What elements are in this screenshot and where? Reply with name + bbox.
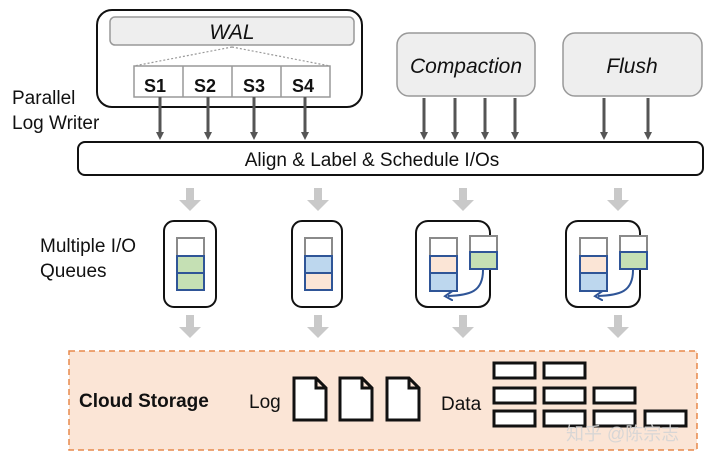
block-arrows <box>179 188 629 338</box>
down-arrow-icon <box>607 315 629 338</box>
down-arrow-icon <box>607 188 629 211</box>
cloud-storage: Cloud Storage Log Data <box>68 350 698 451</box>
file-icon <box>292 376 328 422</box>
queues-label-2: Queues <box>40 261 107 282</box>
compaction-arrows <box>420 98 519 140</box>
wal-segments: S1 S2 S3 S4 <box>133 65 331 98</box>
writer-arrows <box>156 97 309 140</box>
file-icon <box>385 376 421 422</box>
parallel-log-writer-label-1: Parallel <box>12 88 75 109</box>
log-files <box>292 376 421 422</box>
data-label: Data <box>441 394 482 415</box>
queues-label-1: Multiple I/O <box>40 236 136 257</box>
down-arrow-icon <box>179 315 201 338</box>
segment-s2: S2 <box>194 76 216 96</box>
watermark: 知乎 @陈宗志 <box>566 424 679 444</box>
down-arrow-icon <box>179 188 201 211</box>
scheduler-bar: Align & Label & Schedule I/Os <box>77 141 704 176</box>
data-blocks <box>492 361 688 428</box>
segment-s3: S3 <box>243 76 265 96</box>
io-queue-1 <box>163 220 217 308</box>
io-queue-3 <box>415 220 498 308</box>
compaction-label: Compaction <box>410 55 522 78</box>
flush-arrows <box>600 98 652 140</box>
file-icon <box>338 376 374 422</box>
wal-bar <box>109 16 355 46</box>
parallel-log-writer-label-2: Log Writer <box>12 113 100 134</box>
down-arrow-icon <box>452 315 474 338</box>
io-queue-2 <box>291 220 343 308</box>
segment-s4: S4 <box>292 76 314 96</box>
down-arrow-icon <box>307 188 329 211</box>
segment-s1: S1 <box>144 76 166 96</box>
cloud-storage-title: Cloud Storage <box>79 391 209 412</box>
io-queue-4 <box>565 220 648 308</box>
flush-label: Flush <box>606 55 657 78</box>
parallel-log-writer: WAL S1 S2 S3 S4 <box>96 9 363 108</box>
log-label: Log <box>249 392 281 413</box>
scheduler-label: Align & Label & Schedule I/Os <box>245 150 500 171</box>
wal-label: WAL <box>209 21 254 44</box>
down-arrow-icon <box>307 315 329 338</box>
compaction-box: Compaction <box>396 32 536 97</box>
down-arrow-icon <box>452 188 474 211</box>
flush-box: Flush <box>562 32 703 97</box>
